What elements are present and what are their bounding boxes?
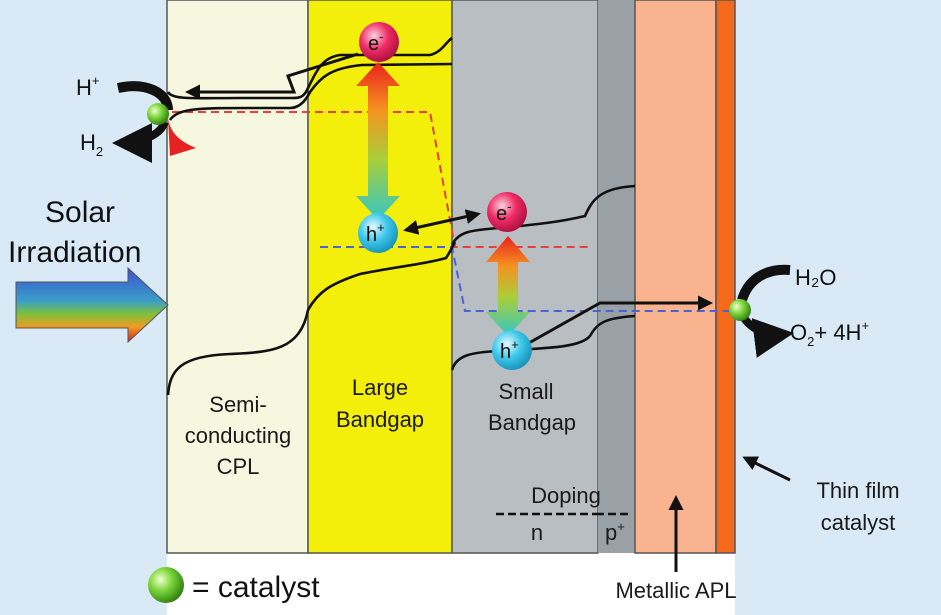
fermi-level-red	[172, 111, 592, 248]
h-plus-label: H+	[76, 73, 99, 100]
small-gap-excitation-arrow	[486, 236, 530, 336]
h2o-arrow	[737, 264, 791, 302]
thin-film-catalyst-layer	[715, 0, 736, 554]
small-bandgap-label-2: Bandgap	[488, 410, 576, 435]
conduction-band	[166, 36, 453, 100]
solar-arrow-icon	[15, 266, 169, 344]
small-bandgap-label-1: Small	[498, 379, 553, 404]
h2o-label: H₂O	[795, 265, 837, 290]
svg-text:h+: h+	[366, 220, 385, 246]
catalyst-sphere-icon	[729, 299, 751, 321]
svg-text:h+: h+	[500, 337, 519, 363]
valence-band-large	[306, 241, 457, 311]
large-bandgap-label-2: Bandgap	[336, 407, 424, 432]
large-gap-excitation-arrow	[356, 62, 400, 220]
legend-catalyst-label: = catalyst	[192, 571, 320, 604]
doping-n-label: n	[531, 520, 543, 545]
thin-film-pointer	[742, 456, 791, 482]
conduction-band-lower	[168, 62, 453, 121]
cpl-label-2: conducting	[185, 423, 291, 448]
electron-transfer-arrow	[185, 52, 359, 100]
thin-film-label-1: Thin film	[816, 478, 899, 503]
solar-label-line1: Solar	[45, 196, 115, 229]
svg-text:e-: e-	[368, 29, 383, 55]
metallic-apl-layer	[634, 0, 717, 554]
catalyst-sphere-icon	[147, 103, 169, 125]
small-bandgap-layer	[451, 0, 599, 554]
thin-film-label-2: catalyst	[821, 510, 896, 535]
valence-band-small	[450, 314, 636, 371]
h-plus-arrow	[116, 81, 173, 111]
small-bandgap-p-region	[598, 0, 635, 553]
particle-labels: e- h+ e- h+	[366, 29, 519, 363]
doping-p-label: p+	[605, 519, 625, 545]
o2-arrow	[740, 315, 794, 358]
h2-label: H2	[80, 130, 103, 159]
cpl-label-3: CPL	[217, 454, 260, 479]
hole-icon	[358, 213, 398, 253]
catalyst-sphere-icon	[148, 567, 184, 603]
valence-band-cpl	[166, 309, 310, 396]
recombination-arrow	[403, 209, 481, 235]
hole-icon	[492, 330, 532, 370]
electron-icon	[359, 22, 399, 62]
o2-label: O2+ 4H+	[790, 318, 869, 349]
svg-text:e-: e-	[496, 199, 511, 225]
doping-label: Doping	[531, 483, 601, 508]
solar-label-line2: Irradiation	[8, 236, 141, 269]
metallic-apl-label: Metallic APL	[615, 578, 736, 603]
electron-icon	[487, 192, 527, 232]
surface-band-bending	[168, 118, 196, 156]
cpl-label-1: Semi-	[209, 392, 266, 417]
h2-arrow	[112, 120, 169, 163]
large-bandgap-label-1: Large	[352, 375, 408, 400]
hole-transfer-arrow	[519, 295, 713, 350]
electrolyte-right	[735, 0, 941, 615]
